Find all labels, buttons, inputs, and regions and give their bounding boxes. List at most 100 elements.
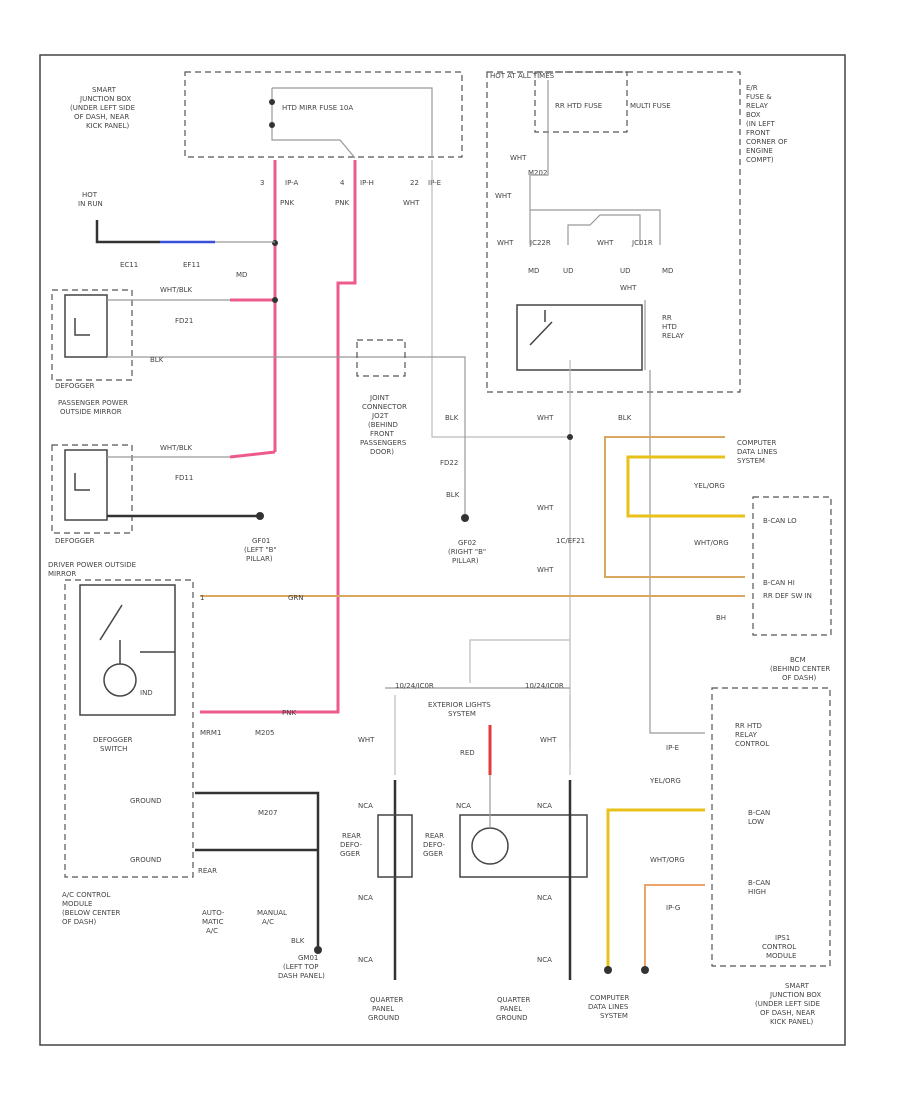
svg-text:EF11: EF11 xyxy=(183,261,200,269)
svg-text:EC11: EC11 xyxy=(120,261,138,269)
svg-text:WHT/ORG: WHT/ORG xyxy=(650,856,685,864)
svg-text:NCA: NCA xyxy=(358,802,373,810)
bcm-upper-box xyxy=(752,496,832,636)
svg-text:M202: M202 xyxy=(528,169,547,177)
svg-text:WHT: WHT xyxy=(495,192,512,200)
svg-text:IP-G: IP-G xyxy=(666,904,680,912)
gf02-label: GF02(RIGHT "B"PILLAR) xyxy=(448,539,486,565)
svg-text:NCA: NCA xyxy=(358,956,373,964)
passenger-mirror-box xyxy=(51,289,133,381)
b-can-hi-label: B-CAN HI xyxy=(763,579,795,587)
svg-text:WHT/BLK: WHT/BLK xyxy=(160,286,193,294)
svg-text:WHT: WHT xyxy=(597,239,614,247)
svg-text:22: 22 xyxy=(410,179,419,187)
svg-text:FD21: FD21 xyxy=(175,317,193,325)
indicator-label: IND xyxy=(140,689,153,697)
svg-text:WHT: WHT xyxy=(540,736,557,744)
passenger-mirror-defogger xyxy=(64,294,108,358)
rr-htd-relay xyxy=(516,304,643,371)
svg-text:WHT: WHT xyxy=(620,284,637,292)
driver-mirror-box xyxy=(51,444,133,534)
orange-data-wire-top xyxy=(604,436,745,578)
svg-text:WHT/ORG: WHT/ORG xyxy=(694,539,729,547)
svg-text:BLK: BLK xyxy=(446,491,460,499)
svg-text:RED: RED xyxy=(460,749,475,757)
gf01-label: GF01(LEFT "B"PILLAR) xyxy=(244,537,277,563)
relay-ctrl-wire xyxy=(649,370,705,734)
svg-text:MRM1: MRM1 xyxy=(200,729,221,737)
svg-text:HOT AT ALL TIMES: HOT AT ALL TIMES xyxy=(490,72,555,80)
svg-text:JC22R: JC22R xyxy=(529,239,551,247)
svg-text:BLK: BLK xyxy=(618,414,632,422)
svg-text:BLK: BLK xyxy=(291,937,305,945)
svg-text:FD11: FD11 xyxy=(175,474,193,482)
svg-text:UD: UD xyxy=(620,267,631,275)
yellow-data-wire-bottom xyxy=(606,808,705,970)
fuse-wire xyxy=(271,88,356,159)
svg-text:IP-E: IP-E xyxy=(428,179,441,187)
svg-text:JC01R: JC01R xyxy=(631,239,653,247)
smart-junction-box-top xyxy=(184,71,463,158)
svg-text:WHT: WHT xyxy=(510,154,527,162)
svg-text:WHT: WHT xyxy=(403,199,420,207)
svg-text:1C/EF21: 1C/EF21 xyxy=(556,537,585,545)
svg-text:GRN: GRN xyxy=(288,594,304,602)
svg-text:WHT: WHT xyxy=(537,414,554,422)
svg-text:PNK: PNK xyxy=(280,199,294,207)
rear-defogger-center xyxy=(459,814,588,878)
svg-text:WHT: WHT xyxy=(358,736,375,744)
ipsi-control-module-box xyxy=(711,687,831,967)
svg-text:4: 4 xyxy=(340,179,345,187)
svg-text:GROUND: GROUND xyxy=(130,856,162,864)
svg-text:WHT: WHT xyxy=(537,504,554,512)
svg-text:3: 3 xyxy=(260,179,264,187)
svg-text:MD: MD xyxy=(662,267,673,275)
svg-text:NCA: NCA xyxy=(537,956,552,964)
svg-text:NCA: NCA xyxy=(358,894,373,902)
svg-text:IP-E: IP-E xyxy=(666,744,679,752)
svg-text:NCA: NCA xyxy=(537,802,552,810)
svg-text:DEFOGGER: DEFOGGER xyxy=(55,537,95,545)
svg-text:B-CAN LO: B-CAN LO xyxy=(763,517,797,525)
svg-text:10/24/IC0R: 10/24/IC0R xyxy=(525,682,564,690)
svg-text:MD: MD xyxy=(528,267,539,275)
yellow-data-wire-top xyxy=(626,455,745,518)
svg-text:10/24/IC0R: 10/24/IC0R xyxy=(395,682,434,690)
defogger-switch xyxy=(79,584,176,716)
svg-text:YEL/ORG: YEL/ORG xyxy=(649,777,681,785)
bh-label: BH xyxy=(716,614,726,622)
svg-text:MULTI FUSE: MULTI FUSE xyxy=(630,102,671,110)
svg-text:YEL/ORG: YEL/ORG xyxy=(693,482,725,490)
svg-text:WHT: WHT xyxy=(497,239,514,247)
diagram-frame xyxy=(39,54,846,1046)
pink-feed-wire-b xyxy=(200,160,357,714)
svg-text:PNK: PNK xyxy=(335,199,349,207)
svg-text:UD: UD xyxy=(563,267,574,275)
indicator-lamp xyxy=(103,663,137,697)
fuse-relay-box xyxy=(486,71,741,393)
svg-text:IP-A: IP-A xyxy=(285,179,299,187)
